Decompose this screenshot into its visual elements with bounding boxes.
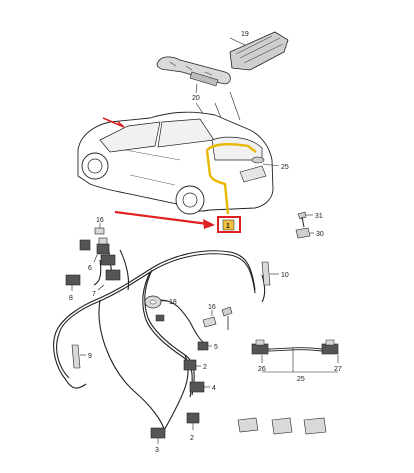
- connector-3-left[interactable]: [79, 239, 91, 251]
- callout-16-mid: 16: [208, 304, 216, 311]
- callout-20: 20: [192, 95, 200, 102]
- connector-16-mid[interactable]: [202, 306, 233, 330]
- connector-2-upper[interactable]: [183, 359, 197, 371]
- callout-5: 5: [214, 344, 218, 351]
- connector-small[interactable]: [155, 314, 165, 322]
- connector-8[interactable]: [65, 274, 81, 286]
- tailgate-wiring-highlight: [205, 142, 257, 215]
- callout-7: 7: [92, 291, 96, 298]
- part-clip[interactable]: [295, 227, 311, 239]
- callout-2-upper: 2: [203, 364, 207, 371]
- callout-19: 19: [241, 31, 249, 38]
- cable-end-10[interactable]: [261, 261, 271, 286]
- part-bracket[interactable]: [229, 31, 289, 71]
- connector-6[interactable]: [96, 237, 110, 255]
- grommet-18[interactable]: [144, 295, 162, 309]
- callout-3: 3: [155, 447, 159, 454]
- callout-1: 1: [226, 223, 230, 230]
- cable-end-9[interactable]: [71, 344, 81, 369]
- connector-block-right[interactable]: [100, 254, 121, 281]
- callout-2-lower: 2: [190, 435, 194, 442]
- part-screw[interactable]: [297, 211, 307, 228]
- part-spoiler-bar[interactable]: [156, 56, 231, 87]
- connector-26[interactable]: [251, 339, 269, 355]
- wiring-harness[interactable]: [53, 244, 266, 433]
- connector-3[interactable]: [150, 427, 166, 439]
- callout-1-highlight: [217, 216, 241, 233]
- callout-6: 6: [88, 265, 92, 272]
- connector-16-top[interactable]: [94, 227, 105, 235]
- clip-middle[interactable]: [271, 417, 293, 435]
- arrow-pointer-icon: [114, 210, 215, 229]
- callout-25-top: 25: [281, 164, 289, 171]
- connector-2-lower[interactable]: [186, 412, 200, 424]
- callout-27: 27: [334, 366, 342, 373]
- callout-30: 30: [316, 231, 324, 238]
- callout-18: 18: [169, 299, 177, 306]
- connector-5[interactable]: [197, 341, 209, 351]
- clip-right[interactable]: [303, 417, 327, 435]
- callout-8: 8: [69, 295, 73, 302]
- callout-9: 9: [88, 353, 92, 360]
- callout-16-top: 16: [96, 217, 104, 224]
- callout-4: 4: [212, 385, 216, 392]
- callout-25-bottom: 25: [297, 376, 305, 383]
- callout-31: 31: [315, 213, 323, 220]
- callout-26: 26: [258, 366, 266, 373]
- wire-25[interactable]: [267, 347, 323, 352]
- callout-10: 10: [281, 272, 289, 279]
- connector-27[interactable]: [321, 339, 339, 355]
- car-illustration: [77, 111, 274, 215]
- connector-4[interactable]: [189, 381, 205, 393]
- clip-left[interactable]: [237, 417, 259, 433]
